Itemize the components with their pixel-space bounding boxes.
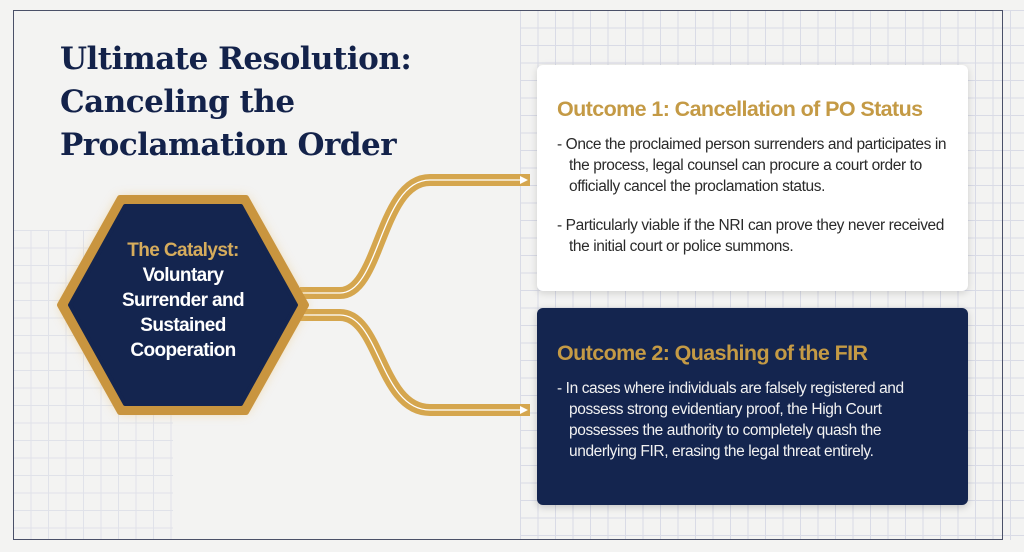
outcome-1-title: Outcome 1: Cancellation of PO Status (557, 97, 923, 121)
catalyst-label: The Catalyst: (127, 240, 239, 261)
page-title: Ultimate Resolution: Canceling the Procl… (60, 38, 412, 167)
connector-top (300, 174, 530, 299)
outcome-2-title: Outcome 2: Quashing of the FIR (557, 341, 868, 365)
catalyst-line: Voluntary (142, 265, 224, 286)
catalyst-line: Sustained (140, 315, 226, 336)
title-line: Proclamation Order (60, 127, 397, 163)
arrow-head-icon (520, 406, 528, 414)
catalyst-hexagon (57, 195, 309, 415)
arrow-head-icon (520, 176, 528, 184)
outcome-2-card: Outcome 2: Quashing of the FIR - In case… (537, 308, 968, 505)
outcome-1-bullet: - Once the proclaimed person surrenders … (557, 136, 947, 195)
connector-bottom (300, 309, 530, 416)
outcome-2-bullet: - In cases where individuals are falsely… (557, 380, 904, 460)
title-line: Ultimate Resolution: (60, 41, 412, 77)
outcome-1-card: Outcome 1: Cancellation of PO Status - O… (537, 65, 968, 291)
outcome-1-bullet: - Particularly viable if the NRI can pro… (557, 217, 944, 255)
catalyst-line: Surrender and (121, 290, 245, 311)
title-line: Canceling the (60, 84, 295, 120)
catalyst-line: Cooperation (130, 340, 236, 361)
slide-frame (13, 10, 1003, 540)
catalyst-text: The Catalyst: Voluntary Surrender and Su… (88, 238, 278, 363)
